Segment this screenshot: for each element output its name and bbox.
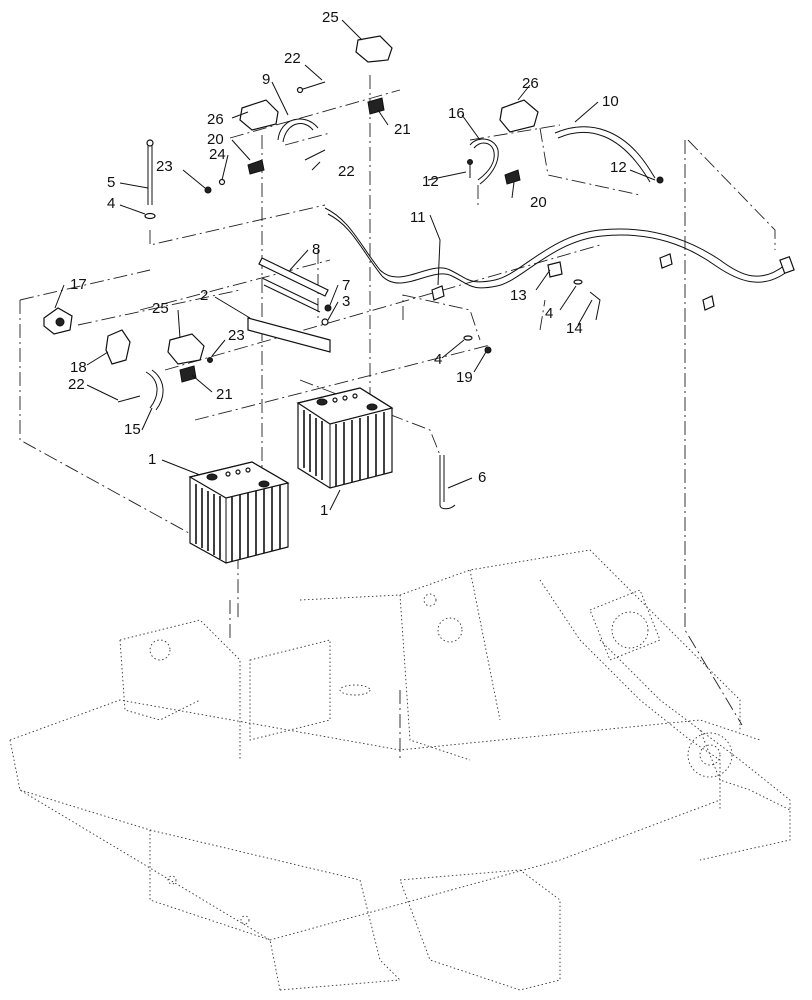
callout-12-left: 12 xyxy=(422,173,439,190)
cable-11 xyxy=(324,207,795,311)
hold-down-bar-8 xyxy=(258,257,329,297)
callout-9: 9 xyxy=(262,71,270,88)
j-bolt-6 xyxy=(439,455,456,510)
clamp-21-left xyxy=(179,365,197,383)
washer-4-left xyxy=(144,212,156,220)
cable-15 xyxy=(145,371,158,409)
callout-14: 14 xyxy=(566,320,583,337)
callout-20-left: 20 xyxy=(207,131,224,148)
callout-22-top: 22 xyxy=(284,50,301,67)
callout-1-left: 1 xyxy=(148,451,156,468)
callout-19: 19 xyxy=(456,369,473,386)
washer-4-right xyxy=(573,279,583,285)
washer-4-center xyxy=(463,335,473,341)
callout-2: 2 xyxy=(200,287,208,304)
callout-3: 3 xyxy=(342,293,350,310)
bolt-22-top xyxy=(299,81,326,91)
callout-labels: 25 22 9 26 20 24 23 5 4 21 22 26 16 10 1… xyxy=(68,9,627,519)
callout-6: 6 xyxy=(478,469,486,486)
clip-13 xyxy=(547,261,563,278)
washer-24 xyxy=(218,178,226,186)
callout-8: 8 xyxy=(312,241,320,258)
callout-23-top: 23 xyxy=(156,158,173,175)
callout-12-right: 12 xyxy=(610,159,627,176)
phantom-lines xyxy=(19,75,776,760)
callout-4-center: 4 xyxy=(434,351,442,368)
cable-10 xyxy=(554,126,656,179)
callout-18: 18 xyxy=(70,359,87,376)
nut-19 xyxy=(484,346,492,354)
callout-10: 10 xyxy=(602,93,619,110)
callout-20-right: 20 xyxy=(530,194,547,211)
battery-left xyxy=(188,461,290,564)
callout-17: 17 xyxy=(70,276,87,293)
callout-4-right: 4 xyxy=(545,305,553,322)
hold-down-plate-2 xyxy=(247,317,331,353)
callout-25-left: 25 xyxy=(152,300,169,317)
callout-26-right: 26 xyxy=(522,75,539,92)
bolt-22-left xyxy=(117,395,141,403)
chassis-frame xyxy=(9,549,791,991)
callout-22-mid: 22 xyxy=(338,163,355,180)
leader-lines xyxy=(54,19,656,511)
upper-hardware xyxy=(144,35,664,220)
callout-16: 16 xyxy=(448,105,465,122)
clamp-20-right xyxy=(504,169,521,185)
callout-21-left: 21 xyxy=(216,386,233,403)
terminal-cover-25-top xyxy=(355,35,393,63)
callout-26-left: 26 xyxy=(207,111,224,128)
washer-3 xyxy=(321,318,329,326)
callout-24: 24 xyxy=(209,146,226,163)
terminal-cover-26-right xyxy=(499,99,539,133)
callout-11: 11 xyxy=(410,209,426,226)
mid-hardware xyxy=(43,257,601,510)
callout-15: 15 xyxy=(124,421,141,438)
cable-9 xyxy=(277,118,319,141)
callout-1-right: 1 xyxy=(320,502,328,519)
callout-4-left: 4 xyxy=(107,195,115,212)
bracket-18 xyxy=(105,329,131,365)
nut-23-top xyxy=(204,186,212,194)
bolt-14 xyxy=(589,291,601,321)
terminal-cover-25-left xyxy=(167,333,205,365)
bolt-22-mid xyxy=(304,149,326,161)
callout-5: 5 xyxy=(107,174,115,191)
cable-16 xyxy=(469,138,499,185)
terminal-cover-26-left xyxy=(239,99,279,131)
battery-right xyxy=(296,387,394,489)
callout-22-left: 22 xyxy=(68,376,85,393)
callout-13: 13 xyxy=(510,287,527,304)
callout-7: 7 xyxy=(342,277,350,294)
nut-23-left xyxy=(207,357,213,363)
clamp-20-left xyxy=(247,159,265,175)
callout-25-top: 25 xyxy=(322,9,339,26)
callout-21-top: 21 xyxy=(394,121,411,138)
callout-23-left: 23 xyxy=(228,327,245,344)
nut-7 xyxy=(324,304,332,312)
clamp-21-top xyxy=(367,97,385,115)
